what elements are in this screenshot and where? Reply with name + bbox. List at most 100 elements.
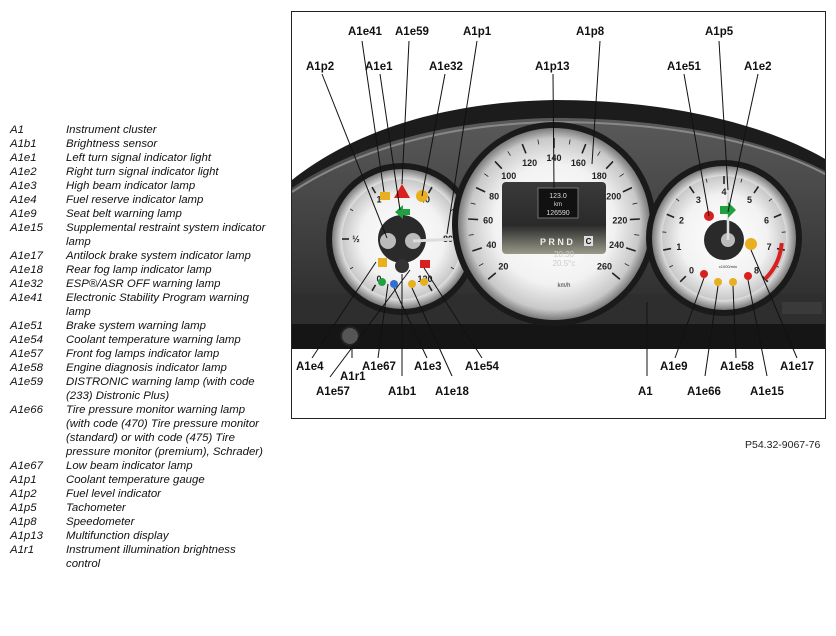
tach-redline <box>763 242 784 281</box>
legend-code: A1e17 <box>10 250 43 262</box>
major-tick <box>371 186 377 194</box>
legend-item: A1e59 DISTRONIC warning lamp (with code (… <box>10 375 290 403</box>
dial-tick-label: 4 <box>721 187 726 197</box>
minor-tick <box>675 198 680 202</box>
major-tick <box>622 186 633 193</box>
dial-tick-label: 240 <box>609 240 624 250</box>
minor-tick <box>768 198 773 202</box>
label-A1e41: A1e41 <box>348 26 382 38</box>
legend-code: A1e3 <box>10 180 37 192</box>
label-A1b1: A1b1 <box>388 386 417 398</box>
legend-code: A1e4 <box>10 194 37 206</box>
label-A1e57: A1e57 <box>316 386 350 398</box>
legend-description: Coolant temperature gauge <box>66 474 205 486</box>
label-A1e9: A1e9 <box>660 361 688 373</box>
lower-strip <box>292 324 825 349</box>
legend-description: Multifunction display <box>66 530 169 542</box>
legend-description: DISTRONIC warning lamp (with code (233) … <box>66 376 255 402</box>
legend-code: A1e66 <box>10 404 43 416</box>
legend-description: Rear fog lamp indicator lamp <box>66 264 212 276</box>
dial-tick-label: 1 <box>676 242 681 252</box>
major-tick <box>629 218 640 221</box>
legend-code: A1e32 <box>10 278 43 290</box>
legend-code: A1e1 <box>10 152 37 164</box>
high-beam-icon <box>390 280 398 288</box>
display-time: 20:30 <box>554 250 575 259</box>
dial-tick-label: 260 <box>597 262 612 272</box>
legend-code: A1e59 <box>10 376 43 388</box>
label-A1e15: A1e15 <box>750 386 784 398</box>
dial-tick-label: 200 <box>606 191 621 201</box>
label-A1r1: A1r1 <box>340 371 366 383</box>
major-tick <box>521 143 527 154</box>
label-A1e51: A1e51 <box>667 61 701 73</box>
major-tick <box>427 186 433 194</box>
display-odometer: 126590 <box>546 210 569 217</box>
legend-code: A1e18 <box>10 264 43 276</box>
left-gauge: 0½14080120 <box>326 163 478 315</box>
seat-belt-icon <box>700 270 708 278</box>
dial-tick-label: 6 <box>764 216 769 226</box>
minor-tick <box>468 234 474 236</box>
rear-fog-icon <box>408 280 416 288</box>
minor-tick <box>349 266 354 270</box>
leader-lines <box>311 40 798 378</box>
legend-description: Coolant temperature warning lamp <box>66 334 241 346</box>
legend-code: A1p2 <box>10 488 37 500</box>
label-A1p2: A1p2 <box>306 61 334 73</box>
major-tick <box>773 213 782 219</box>
reference-number: P54.32-9067-76 <box>745 439 821 451</box>
minor-tick <box>484 173 489 177</box>
dial-tick-label: 180 <box>592 171 607 181</box>
label-A1e54: A1e54 <box>465 361 499 373</box>
brightness-control-knob <box>340 326 360 346</box>
major-tick <box>663 247 672 251</box>
label-A1e67: A1e67 <box>362 361 396 373</box>
legend-description: Tachometer <box>66 502 126 514</box>
legend-item: A1e1 Left turn signal indicator light <box>10 151 290 165</box>
legend-description: Instrument cluster <box>66 124 157 136</box>
legend-description: Left turn signal indicator light <box>66 152 211 164</box>
minor-tick <box>669 264 674 268</box>
left-indicators <box>378 184 430 288</box>
major-tick <box>487 272 497 280</box>
display-gear-c: C <box>586 237 592 246</box>
minor-tick <box>537 139 540 145</box>
dial-tick-label: 160 <box>571 158 586 168</box>
minor-tick <box>634 234 640 236</box>
speed-unit: km/h <box>557 283 570 289</box>
major-tick <box>581 143 587 154</box>
minor-tick <box>619 173 624 177</box>
minor-tick <box>450 266 455 270</box>
label-A1e3: A1e3 <box>414 361 442 373</box>
legend-item: A1 Instrument cluster <box>10 123 290 137</box>
srs-indicator-icon <box>744 272 752 280</box>
legend-code: A1b1 <box>10 138 37 150</box>
display-temp: 123.0 <box>549 193 567 200</box>
label-A1p8: A1p8 <box>576 26 605 38</box>
legend-code: A1e57 <box>10 348 43 360</box>
major-tick <box>688 186 695 194</box>
major-tick <box>611 272 621 280</box>
major-tick <box>753 186 760 194</box>
dial-tick-label: 100 <box>501 171 516 181</box>
label-A1e4: A1e4 <box>296 361 324 373</box>
engine-diagnosis-icon <box>729 278 737 286</box>
legend-code: A1 <box>10 124 24 136</box>
label-A1e66: A1e66 <box>687 386 721 398</box>
abs-indicator-icon <box>745 238 757 250</box>
dial-tick-label: 40 <box>486 240 496 250</box>
dial-tick-label: 80 <box>489 191 499 201</box>
minor-tick <box>568 139 571 145</box>
minor-tick <box>507 151 511 156</box>
